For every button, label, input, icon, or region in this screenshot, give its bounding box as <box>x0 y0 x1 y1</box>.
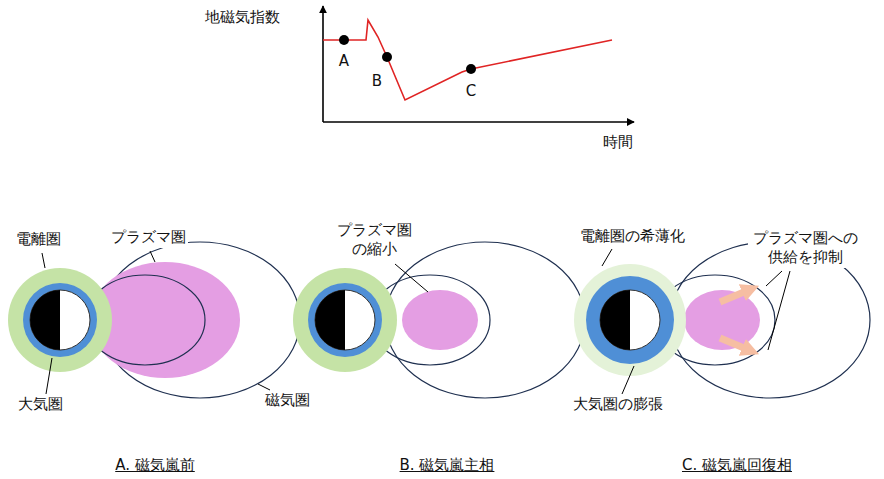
panel-caption: B. 磁気嵐主相 <box>400 456 495 476</box>
part-label: プラズマ圏 <box>109 228 188 248</box>
point-label: A <box>339 52 349 72</box>
axis-label: 地磁気指数 <box>205 8 280 28</box>
part-label: 磁気圏 <box>263 391 312 411</box>
point-dot <box>339 35 349 45</box>
part-label: プラズマ圏への供給を抑制 <box>748 229 862 268</box>
y-axis <box>322 6 324 122</box>
point-dot <box>466 64 476 74</box>
part-label: プラズマ圏の縮小 <box>332 221 416 260</box>
panel-b <box>293 242 585 398</box>
part-label: 大気圏の膨張 <box>573 395 663 415</box>
axis-label: 時間 <box>603 133 633 153</box>
point-label: C <box>466 82 476 102</box>
panel-a <box>8 242 300 398</box>
x-axis <box>323 121 634 123</box>
point-label: B <box>372 72 382 92</box>
panel-caption: A. 磁気嵐前 <box>115 456 195 476</box>
panel-caption: C. 磁気嵐回復相 <box>682 456 792 476</box>
point-dot <box>382 52 392 62</box>
part-label: 大気圏 <box>18 395 63 415</box>
part-label: 電離圏 <box>16 230 61 250</box>
part-label: 電離圏の希薄化 <box>580 227 685 247</box>
